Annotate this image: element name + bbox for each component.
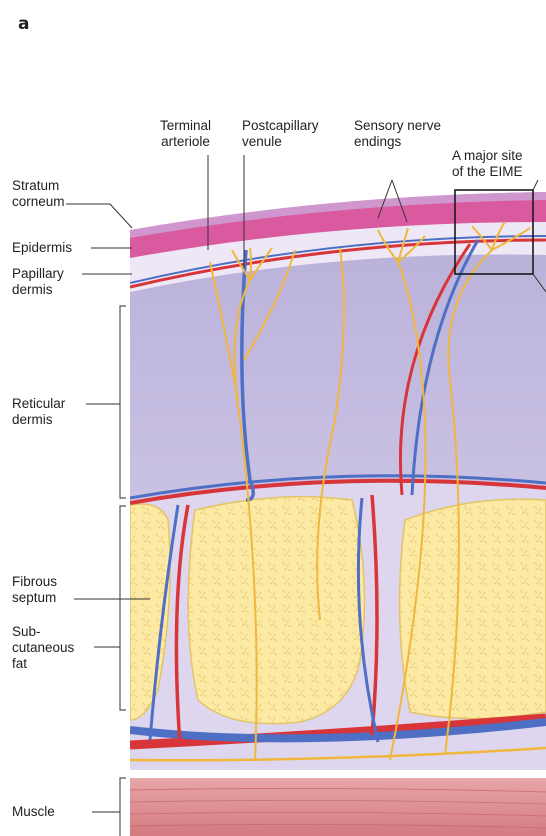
terminal-arteriole-label: Terminal arteriole [160, 118, 211, 150]
layer-brackets [120, 306, 126, 836]
fibrous-septum-label: Fibrous septum [12, 574, 57, 606]
panel-letter: a [18, 14, 29, 34]
postcapillary-venule-label: Postcapillary venule [242, 118, 319, 150]
muscle-bracket [120, 778, 126, 836]
reticular-dermis-bracket [120, 306, 126, 498]
tissue-layers [130, 190, 546, 836]
papillary-dermis-label: Papillary dermis [12, 266, 64, 298]
muscle-label: Muscle [12, 804, 55, 820]
reticular-dermis-label: Reticular dermis [12, 396, 65, 428]
fat-lobule-right [400, 499, 546, 718]
sensory-nerve-endings-label: Sensory nerve endings [354, 118, 441, 150]
subcutaneous-fat-label: Sub- cutaneous fat [12, 624, 74, 672]
epidermis-label: Epidermis [12, 240, 72, 256]
stratum-corneum-label: Stratum corneum [12, 178, 65, 210]
fat-lobule-center [188, 497, 364, 724]
muscle-layer [130, 778, 546, 836]
eime-site-label: A major site of the EIME [452, 148, 523, 180]
subcutaneous-bracket [120, 506, 126, 710]
